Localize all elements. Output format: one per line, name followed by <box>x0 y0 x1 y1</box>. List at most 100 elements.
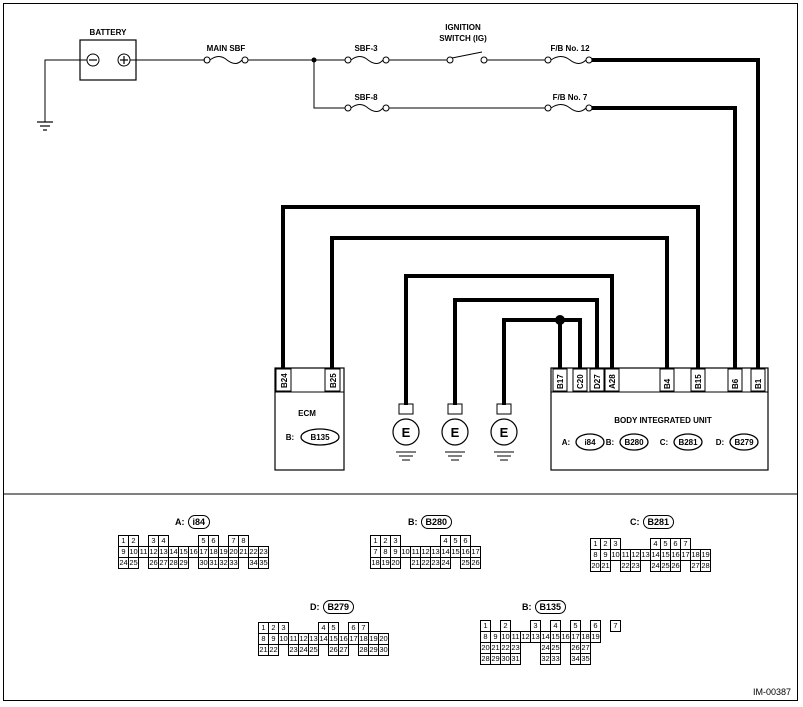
connector-pin: 5 <box>660 538 671 550</box>
connector-pin: 26 <box>670 560 681 572</box>
connector-pin: 2 <box>600 538 611 550</box>
connector-pin: 4 <box>650 538 661 550</box>
biu-box <box>550 367 769 471</box>
connector-pin: 34 <box>570 653 581 665</box>
connector-pin: 2 <box>268 622 279 634</box>
connector-prefix: B: <box>522 602 532 612</box>
connector-pin: 19 <box>700 549 711 561</box>
connector-title-b279: D:B279 <box>310 600 355 614</box>
connector-pin: 4 <box>550 620 561 632</box>
connector-pin <box>641 561 651 572</box>
connector-pin <box>219 536 229 547</box>
connector-pin: 19 <box>380 557 391 569</box>
ecm-conn-id: B135 <box>310 433 330 442</box>
connector-pin: 16 <box>338 633 349 645</box>
biu-conn-prefix: A: <box>562 438 570 447</box>
connector-pin: 6 <box>460 535 471 547</box>
biu-conn-id: B281 <box>678 438 698 447</box>
connector-pin: 35 <box>580 653 591 665</box>
connector-pin <box>189 536 199 547</box>
connector-pin <box>401 536 411 547</box>
connector-pin: 3 <box>390 535 401 547</box>
ignition-label-1: IGNITION <box>445 23 481 32</box>
connector-pin: 15 <box>660 549 671 561</box>
connector-pin: 33 <box>550 653 561 665</box>
connector-pin: 14 <box>540 631 551 643</box>
connector-pin: 20 <box>228 546 239 558</box>
connector-pin: 33 <box>228 557 239 569</box>
connector-pin <box>451 558 461 569</box>
connector-pin: 11 <box>138 546 149 558</box>
connector-pin: 34 <box>248 557 259 569</box>
main-sbf-label: MAIN SBF <box>207 44 246 53</box>
connector-pin <box>139 558 149 569</box>
connector-pin: 10 <box>610 549 621 561</box>
connector-pin: 22 <box>420 557 431 569</box>
connector-pin: 5 <box>198 535 209 547</box>
connector-pin: 23 <box>510 642 521 654</box>
biu-conn-id: B279 <box>734 438 754 447</box>
connector-pin <box>561 643 571 654</box>
connector-pin: 29 <box>368 644 379 656</box>
biu-pin-b6: B6 <box>731 378 740 389</box>
connector-pin: 18 <box>580 631 591 643</box>
ground2-wire <box>453 298 599 405</box>
connector-pin <box>631 539 641 550</box>
connector-pin <box>521 654 531 665</box>
connector-pin <box>299 623 309 634</box>
connector-pin: 27 <box>690 560 701 572</box>
connector-pin: 26 <box>470 557 481 569</box>
connector-pin <box>339 623 349 634</box>
connector-pin: 13 <box>530 631 541 643</box>
connector-pin: 20 <box>378 633 389 645</box>
connector-pin: 22 <box>248 546 259 558</box>
connector-pin: 4 <box>440 535 451 547</box>
connector-pin: 17 <box>198 546 209 558</box>
fb7-label: F/B No. 7 <box>553 93 588 102</box>
connector-pin: 30 <box>198 557 209 569</box>
connector-pin: 13 <box>640 549 651 561</box>
connector-pin <box>531 643 541 654</box>
connector-pin: 3 <box>278 622 289 634</box>
connector-pin: 17 <box>570 631 581 643</box>
connector-pin <box>139 536 149 547</box>
connector-pin: 21 <box>238 546 249 558</box>
connector-pin: 14 <box>440 546 451 558</box>
connector-pin: 7 <box>228 535 239 547</box>
connector-pin: 12 <box>420 546 431 558</box>
connector-pin: 28 <box>480 653 491 665</box>
connector-pin: 10 <box>128 546 139 558</box>
connector-pin: 24 <box>118 557 129 569</box>
ground-e-3: E <box>490 403 518 461</box>
ignition-switch <box>446 51 488 64</box>
ecm-b24-to-b15-wire <box>281 205 700 368</box>
connector-pin <box>621 539 631 550</box>
connector-pin: 17 <box>470 546 481 558</box>
connector-pin: 22 <box>268 644 279 656</box>
connector-pin: 31 <box>510 653 521 665</box>
connector-pin: 32 <box>540 653 551 665</box>
connector-pin: 11 <box>510 631 521 643</box>
connector-pin: 6 <box>590 620 601 632</box>
biu-conn-id: B280 <box>624 438 644 447</box>
connector-pin <box>561 654 571 665</box>
sbf3-label: SBF-3 <box>354 44 378 53</box>
diagram-frame <box>3 3 798 701</box>
connector-pin <box>421 536 431 547</box>
connector-pin: 4 <box>158 535 169 547</box>
connector-pin: 9 <box>118 546 129 558</box>
connector-pin: 16 <box>560 631 571 643</box>
connector-pin: 30 <box>378 644 389 656</box>
biu-conn-prefix: C: <box>660 438 668 447</box>
biu-conn-prefix: B: <box>606 438 614 447</box>
connector-pin: 27 <box>580 642 591 654</box>
ecm-pin-b25: B25 <box>329 373 338 388</box>
ground-e-1: E <box>392 403 420 461</box>
connector-pin: 9 <box>600 549 611 561</box>
connector-pin: 18 <box>690 549 701 561</box>
connector-prefix: C: <box>630 517 640 527</box>
connector-pin: 25 <box>308 644 319 656</box>
connector-pin: 18 <box>370 557 381 569</box>
connector-pin: 25 <box>128 557 139 569</box>
